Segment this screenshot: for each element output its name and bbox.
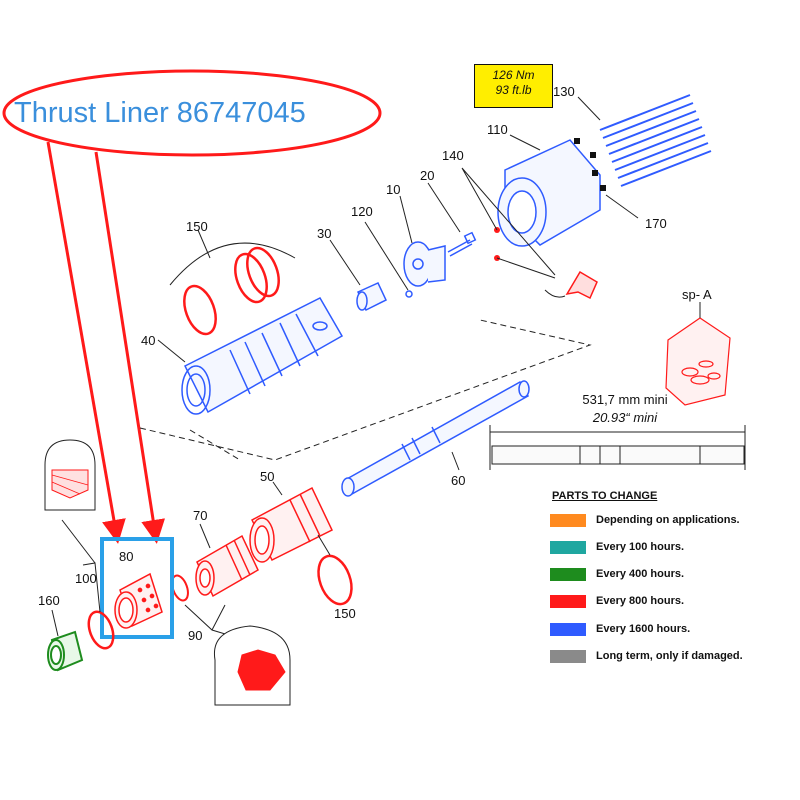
label-10: 10 [386,182,401,197]
label-150-bottom: 150 [334,606,356,621]
callout-arrow-left [46,141,126,544]
label-70: 70 [193,508,208,523]
label-80: 80 [119,549,134,564]
callout-title: Thrust Liner 86747045 [14,97,306,129]
part-130-leader [577,96,601,121]
label-160: 160 [38,593,60,608]
lower-section-outline [189,429,241,461]
part-150-oring-bottom [317,554,353,606]
part-90-profile-detail [213,625,291,706]
label-30: 30 [317,226,332,241]
part-100-oring [87,610,115,650]
dimension-metric: 531,7 mm mini [582,392,668,407]
part-120-pin [405,290,413,298]
legend-swatch [550,650,586,663]
upper-section-outline [139,319,592,461]
part-70-piston [195,534,259,598]
label-40: 40 [141,333,156,348]
legend-swatch [550,595,586,608]
part-60-shaft [341,380,530,497]
label-sp-a: sp- A [682,287,712,302]
part-50-bushing [249,486,333,563]
part-170-leader [605,194,639,219]
part-100-profile-detail [44,439,96,511]
label-60: 60 [451,473,466,488]
legend-swatch [550,514,586,527]
legend-swatch [550,623,586,636]
label-90: 90 [188,628,203,643]
part-100-leader [61,519,101,613]
dimension-imperial: 20.93“ mini [592,410,658,425]
part-40-cylinder [181,297,344,415]
part-150-bottom-leader [317,534,331,556]
part-160-leader [51,609,59,637]
part-80-thrust-liner [114,572,163,629]
legend-label: Depending on applications. [596,514,740,526]
dimension-shaft-drawing [489,425,746,470]
legend-label: Every 1600 hours. [596,623,691,635]
legend-label: Long term, only if damaged. [596,650,743,662]
label-100: 100 [75,571,97,586]
legend-label: Every 800 hours. [596,595,685,607]
leader-lines [157,134,541,549]
section-a-symbol [565,270,598,300]
upper-arc [169,242,296,286]
torque-ftlb: 93 ft.lb [495,83,532,97]
part-150-orings-top [183,246,280,336]
label-140: 140 [442,148,464,163]
torque-spec-box: 126 Nm 93 ft.lb [474,64,553,108]
part-110-housing [497,139,601,247]
legend-swatch [550,568,586,581]
label-170: 170 [645,216,667,231]
callout-arrow-right [94,151,166,544]
part-130-bolts [599,94,712,187]
legend-title: PARTS TO CHANGE [552,490,658,502]
part-30-sleeve [356,282,387,312]
part-170-screws [574,138,606,191]
sp-a-spare-bag [665,317,731,406]
label-130: 130 [553,84,575,99]
legend-swatch [550,541,586,554]
callout-ellipse [2,69,382,157]
section-a-arc [544,289,566,298]
label-20: 20 [420,168,435,183]
torque-nm: 126 Nm [492,68,535,82]
label-110: 110 [487,122,508,137]
label-50: 50 [260,469,275,484]
part-80-highlight-box [100,537,174,639]
part-140-leader [461,167,556,279]
legend-label: Every 400 hours. [596,568,685,580]
label-150-top: 150 [186,219,208,234]
legend-label: Every 100 hours. [596,541,685,553]
label-120: 120 [351,204,373,219]
part-10-flange [403,241,446,287]
part-20-screw [447,231,477,257]
part-160-ring [47,630,84,672]
